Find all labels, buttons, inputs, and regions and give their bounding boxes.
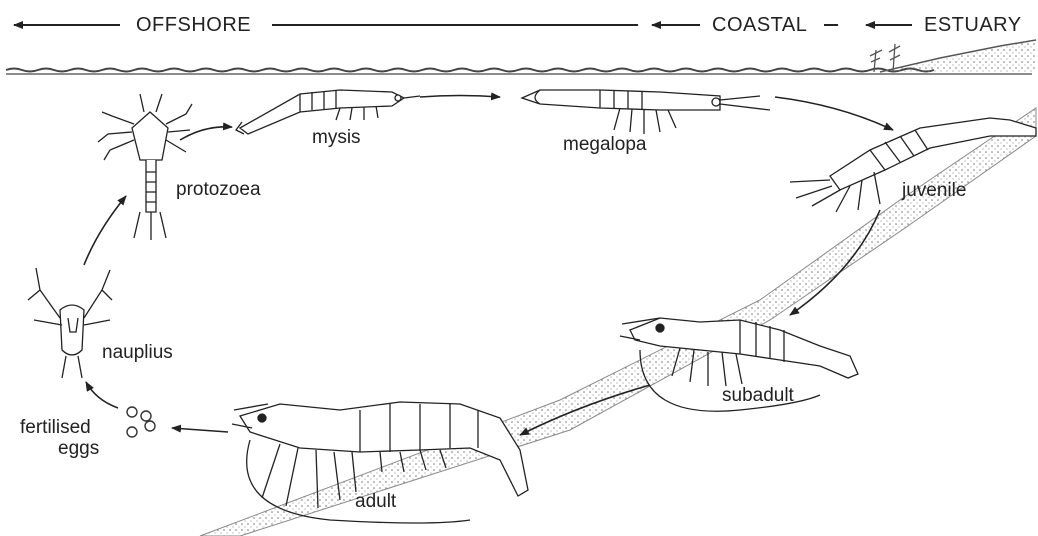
protozoea-label: protozoea [176, 180, 261, 199]
arrow-adult-eggs [172, 428, 228, 432]
nauplius-drawing [28, 268, 112, 378]
arrow-mysis-megalopa [420, 96, 500, 98]
zone-coastal-label: COASTAL [706, 15, 813, 35]
zone-estuary-label: ESTUARY [918, 15, 1028, 35]
juvenile-label: juvenile [902, 181, 966, 200]
protozoea-drawing [98, 94, 192, 240]
sea-surface [6, 69, 1032, 75]
adult-label: adult [355, 492, 396, 511]
seabed [200, 108, 1036, 536]
estuary-shore [870, 40, 1036, 72]
megalopa-label: megalopa [563, 135, 646, 154]
fertilised-eggs-label-line1: fertilised [20, 418, 91, 437]
arrow-nauplius-protozoea [84, 196, 126, 265]
fertilised-eggs-label-line2: eggs [58, 439, 99, 458]
arrow-megalopa-juvenile [775, 97, 893, 130]
nauplius-label: nauplius [102, 343, 173, 362]
arrow-eggs-nauplius [86, 382, 118, 408]
arrow-protozoea-mysis [180, 127, 232, 140]
subadult-label: subadult [722, 386, 794, 405]
eggs-drawing [127, 407, 155, 437]
megalopa-drawing [522, 90, 770, 134]
zone-offshore-label: OFFSHORE [130, 15, 257, 35]
mysis-label: mysis [312, 128, 361, 147]
